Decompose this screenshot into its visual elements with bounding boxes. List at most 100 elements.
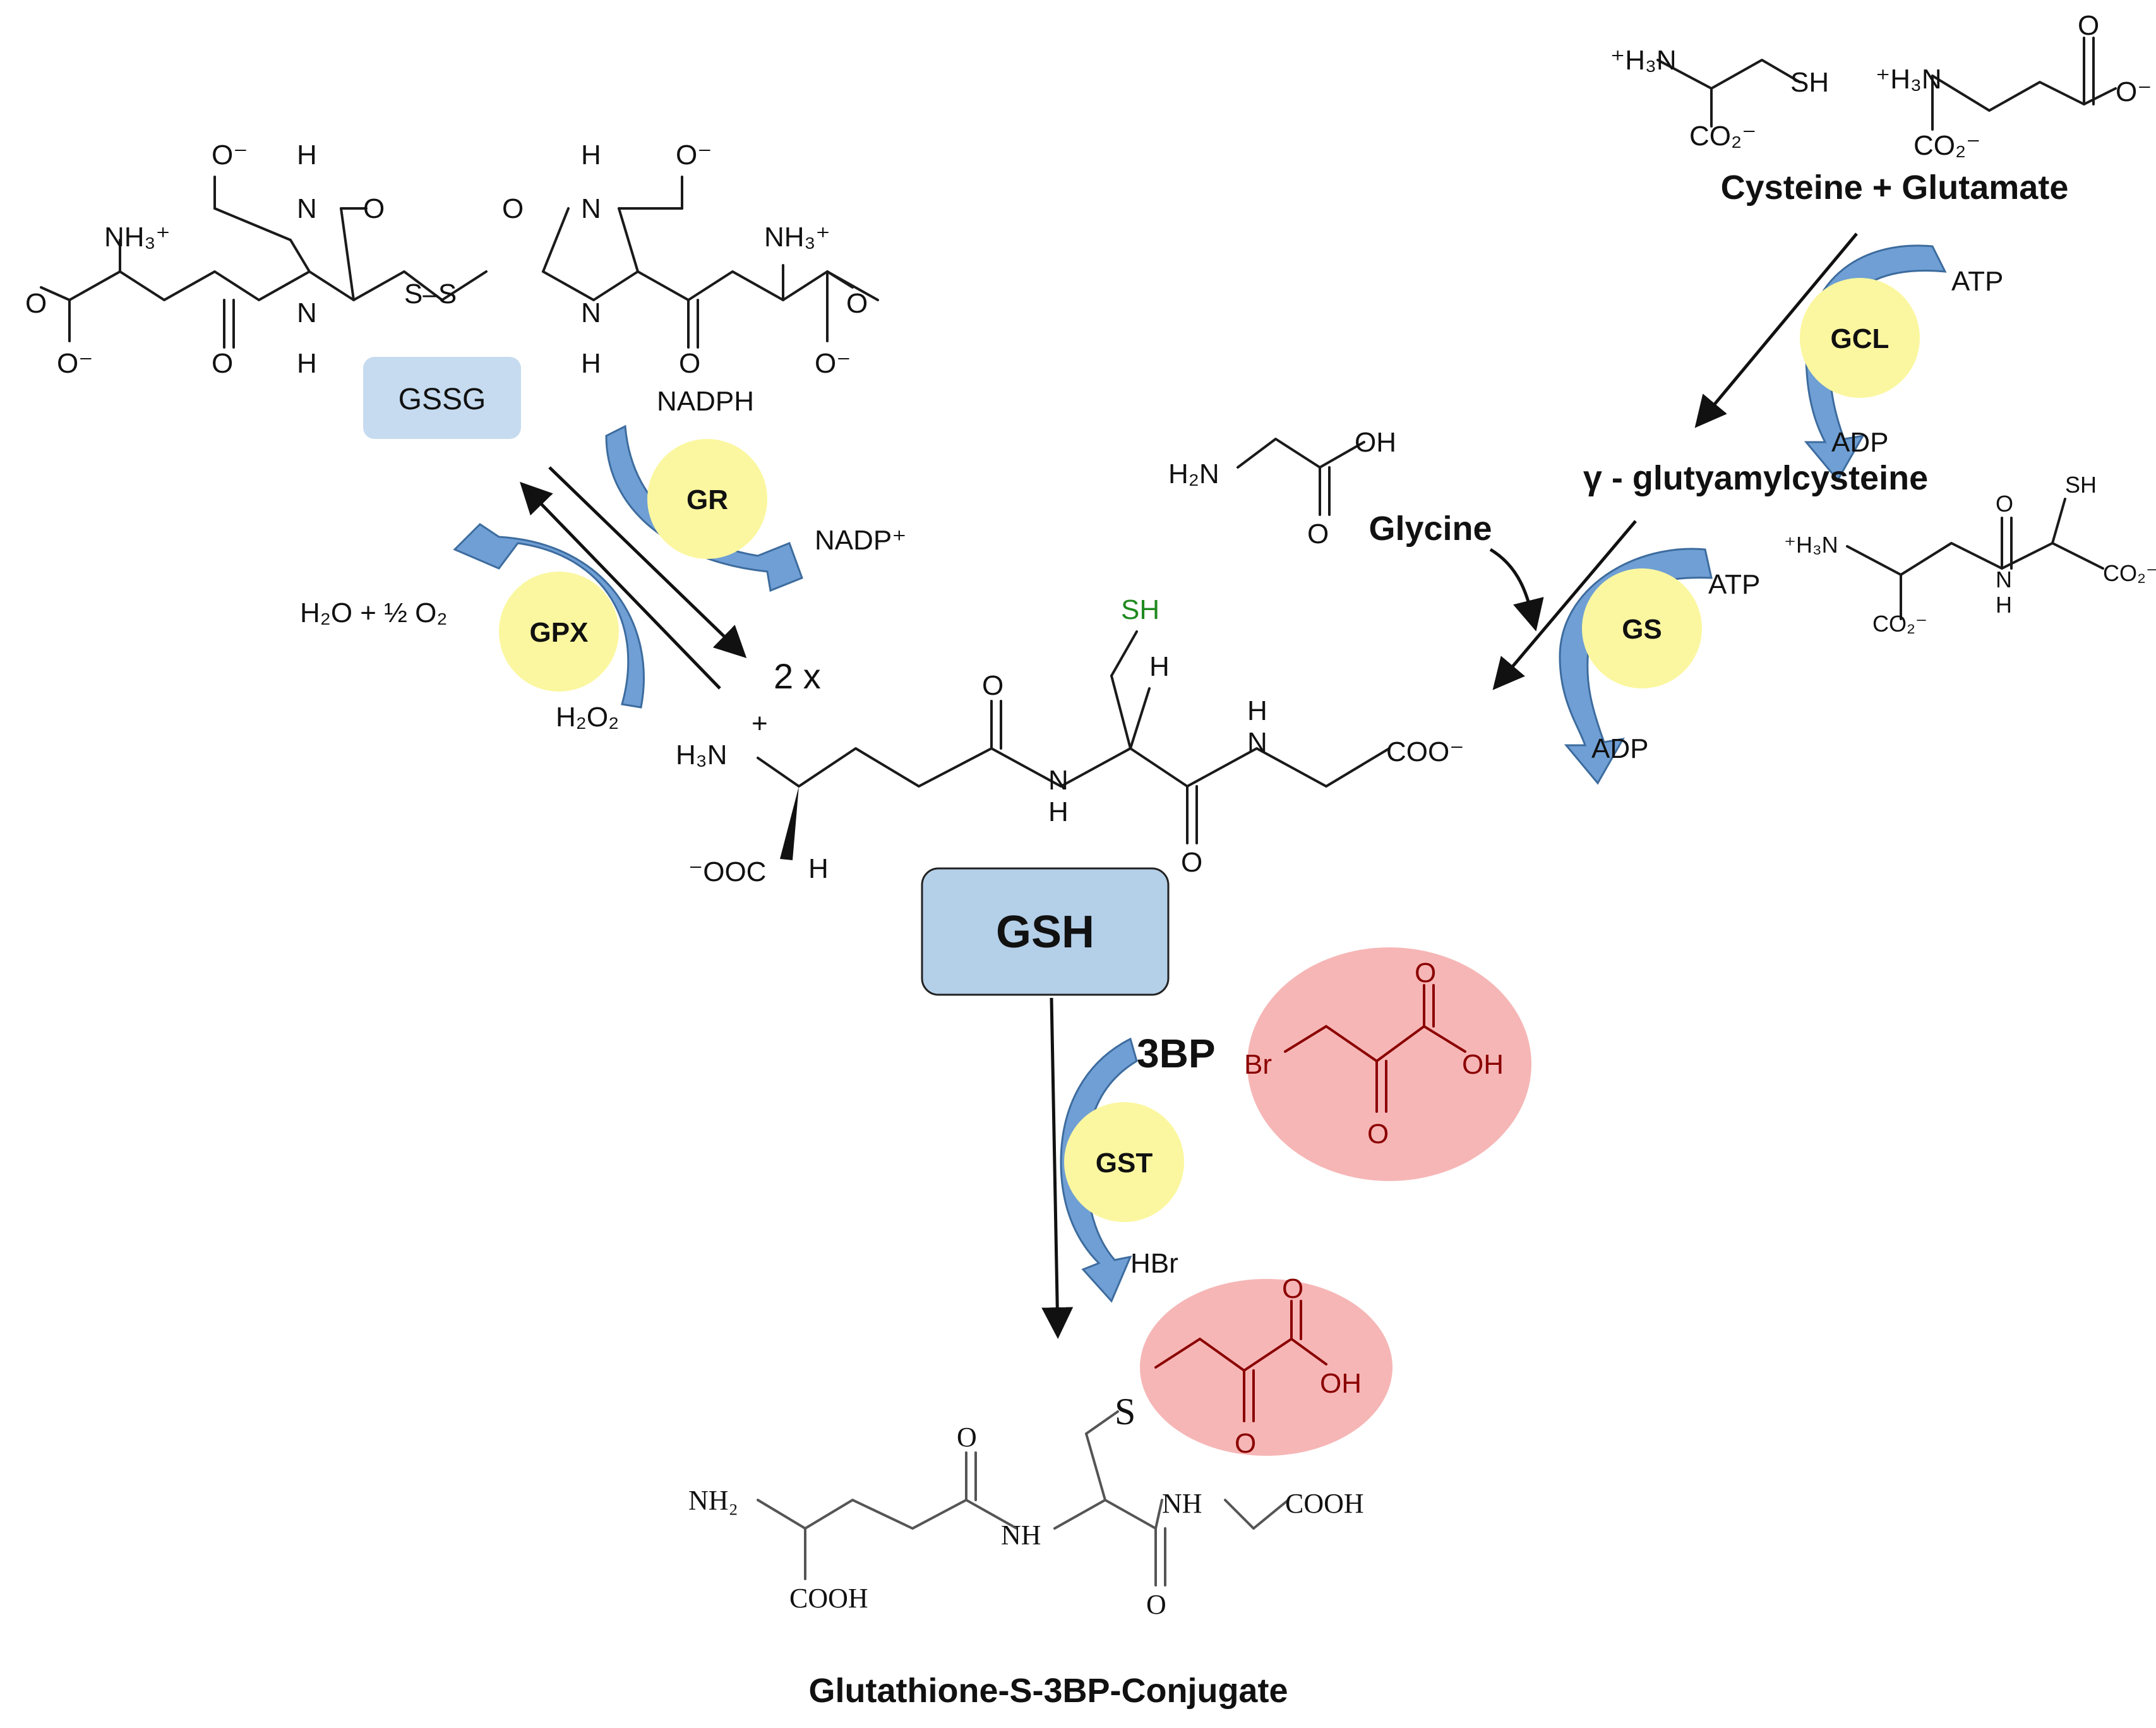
gcl-arrow (1694, 232, 1858, 428)
gssg-ominus-right-2: O⁻ (676, 140, 712, 171)
ggc-co2-right: CO₂⁻ (2103, 560, 2156, 586)
gst-arrow (1041, 997, 1074, 1339)
gssg-o-right-3: O (502, 193, 524, 224)
conj-o-2: O (1146, 1589, 1166, 1620)
gssg-n-left-2: N (297, 193, 317, 224)
bp3-label: 3BP (1137, 1031, 1216, 1076)
conjugate-gsh-part: NH₂ O NH S NH COOH O COOH (688, 1391, 1364, 1620)
gssg-label: GSSG (398, 383, 486, 416)
gssg-n-right-2: N (581, 193, 601, 224)
conj-nh-1: NH (1001, 1520, 1041, 1551)
nadp-label: NADP⁺ (815, 525, 906, 556)
two-x-label: 2 x (774, 656, 821, 696)
gsh-n-2: N (1247, 727, 1267, 758)
h2o2-label: H₂O₂ (556, 702, 619, 733)
ggc-h3n: ⁺H₃N (1784, 532, 1838, 558)
gs-enzyme: GS (1582, 568, 1702, 688)
adp-gs-label: ADP (1591, 733, 1648, 764)
gsh-h-1: H (1048, 796, 1069, 827)
gsh-coo: COO⁻ (1386, 736, 1464, 767)
gamma-gc-label: γ - glutyamylcysteine (1583, 459, 1928, 497)
bp3-br: Br (1244, 1049, 1272, 1080)
gssg-o-left-2: O (212, 348, 233, 379)
adp-gcl-label: ADP (1831, 427, 1888, 458)
gcl-enzyme: GCL (1800, 278, 1920, 398)
conjugate-label: Glutathione-S-3BP-Conjugate (809, 1672, 1288, 1710)
gssg-h-right: H (581, 348, 601, 379)
gs-arrow (1492, 520, 1637, 690)
gs-label: GS (1622, 614, 1662, 645)
gsh-plus: + (752, 708, 768, 739)
ggc-sh: SH (2065, 472, 2097, 498)
glu-ominus: O⁻ (2116, 76, 2152, 107)
ggc-n: N (1996, 567, 2012, 592)
gpx-curved-arrow (453, 523, 645, 709)
gssg-label-box: GSSG (363, 357, 521, 439)
conj-s: S (1115, 1391, 1135, 1432)
gssg-nh3-left: NH₃⁺ (104, 222, 171, 253)
conj-cooh-bottom: COOH (789, 1583, 868, 1614)
gpx-label: GPX (530, 617, 589, 648)
cys-h3n: ⁺H₃N (1610, 45, 1677, 76)
ggc-h: H (1996, 592, 2012, 618)
gly-h2n: H₂N (1168, 459, 1219, 489)
h2o-o2-label: H₂O + ½ O₂ (300, 597, 447, 628)
conj-o-bottom: O (1235, 1428, 1256, 1459)
bp3-oh: OH (1462, 1049, 1504, 1080)
conj-oh: OH (1320, 1368, 1362, 1399)
glu-co2: CO₂⁻ (1913, 130, 1980, 161)
glycine-structure: H₂N OH O (1168, 427, 1396, 549)
glycine-arrow (1489, 548, 1544, 632)
gsh-n-1: N (1048, 765, 1069, 796)
gsh-h-bottom: H (808, 853, 829, 884)
conj-nh2: NH₂ (688, 1485, 738, 1516)
gssg-h-right-2: H (581, 140, 601, 171)
conj-nh-2: NH (1162, 1488, 1202, 1519)
gst-label: GST (1096, 1148, 1153, 1179)
atp-gs-label: ATP (1708, 569, 1760, 600)
gsh-h-2: H (1247, 695, 1267, 726)
gssg-o-right-2: O (679, 348, 700, 379)
atp-gcl-label: ATP (1951, 266, 2003, 297)
nadph-label: NADPH (657, 386, 754, 417)
conj-cooh-right: COOH (1285, 1488, 1364, 1519)
hbr-label: HBr (1130, 1248, 1178, 1279)
cysteine-structure: ⁺H₃N SH CO₂⁻ (1610, 45, 1829, 152)
gly-o: O (1307, 519, 1329, 549)
gssg-h-left-2: H (297, 140, 317, 171)
gr-enzyme: GR (647, 439, 767, 559)
gssg-n-left: N (297, 297, 317, 328)
gsh-structure: H₃N + ⁻OOC H O N H SH H O N H COO⁻ (676, 594, 1464, 887)
cys-sh: SH (1790, 67, 1829, 98)
gsh-label-box: GSH (921, 867, 1170, 996)
gssg-n-right: N (581, 297, 601, 328)
cys-glu-label: Cysteine + Glutamate (1721, 169, 2069, 207)
gssg-ominus-left-2: O⁻ (212, 140, 248, 171)
gssg-o-left-3: O (363, 193, 385, 224)
gsh-sh: SH (1121, 594, 1159, 625)
gsh-h3n: H₃N (676, 740, 727, 771)
gst-enzyme: GST (1064, 1102, 1184, 1222)
gssg-disulfide: S–S (404, 279, 457, 309)
conj-o-top: O (1282, 1273, 1303, 1304)
gsh-o-2: O (1181, 847, 1202, 878)
conjugate-3bp-part: O OH O (1140, 1273, 1392, 1459)
gsh-ooc: ⁻OOC (688, 856, 766, 887)
ggc-o: O (1996, 491, 2013, 517)
gssg-o-right: O (846, 288, 868, 319)
gssg-structure: O O⁻ NH₃⁺ O O⁻ N H N H O S–S O N H N H O… (25, 140, 879, 379)
conj-o-1: O (957, 1422, 977, 1453)
gssg-h-left: H (297, 348, 317, 379)
ggc-co2-bottom: CO₂⁻ (1872, 611, 1927, 637)
glycine-label: Glycine (1368, 510, 1492, 548)
gssg-ominus-right: O⁻ (815, 348, 851, 379)
bp3-o-top: O (1415, 957, 1436, 988)
gly-oh: OH (1355, 427, 1396, 458)
bp3-structure: Br O OH O (1244, 947, 1531, 1181)
bp3-o-bottom: O (1367, 1119, 1389, 1149)
gsh-o-1: O (982, 670, 1003, 701)
gsh-h-top: H (1149, 651, 1170, 682)
cys-co2: CO₂⁻ (1689, 121, 1756, 152)
gr-gpx-arrows (520, 466, 747, 690)
